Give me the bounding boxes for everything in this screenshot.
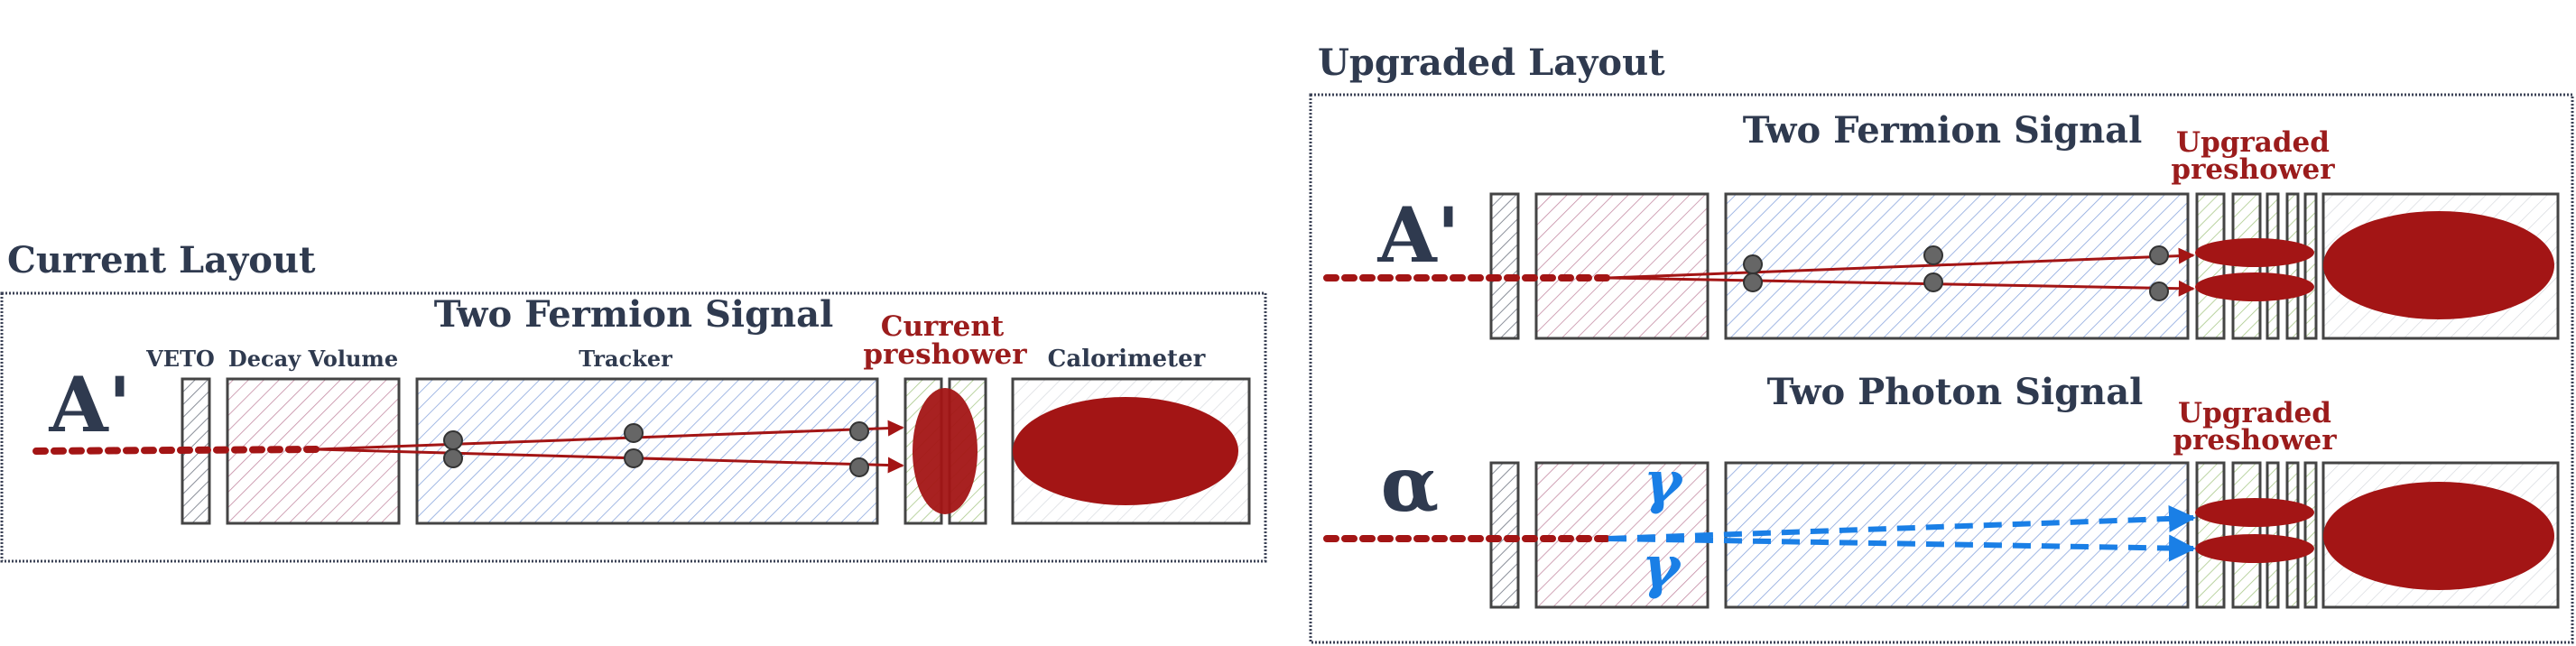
current-layout-frame	[0, 291, 1267, 563]
upgraded-fermion-particle-label: A'	[1377, 190, 1460, 280]
fermion-track-lower	[315, 448, 904, 474]
upgraded-fermion-preshower-line2: preshower	[2171, 153, 2335, 186]
upgraded-fermion-preshower-shower	[2195, 272, 2314, 301]
fermion-track-upper	[315, 420, 904, 451]
upgraded-fermion-preshower-line1: Upgraded	[2176, 126, 2330, 159]
upgraded-fermion-preshower-shower	[2195, 238, 2314, 267]
tracker-hit	[624, 423, 644, 443]
upgraded-photon-particle-label: α	[1381, 439, 1440, 529]
tracker-hit	[849, 457, 869, 477]
upgraded-photon-preshower-shower	[2195, 534, 2314, 563]
tracker-hit	[1923, 245, 1943, 265]
tracker-hit	[443, 430, 463, 450]
upgraded-fermion-decay-volume-block	[1534, 192, 1710, 340]
preshower-shower	[913, 388, 978, 514]
upgraded-photon-calorimeter-shower	[2323, 482, 2554, 590]
calorimeter-shower	[1013, 397, 1238, 505]
current-layout-panel: Current Layout Two Fermion Signal A' VET…	[0, 239, 1267, 563]
tracker-hit	[1743, 254, 1763, 274]
upgraded-fermion-signal-title: Two Fermion Signal	[1743, 109, 2143, 152]
tracker-hit	[1743, 272, 1763, 292]
upgraded-fermion-veto-block	[1489, 192, 1520, 340]
photon-track-lower	[1608, 534, 2196, 562]
tracker-label: Tracker	[579, 346, 672, 372]
upgraded-photon-preshower-shower	[2195, 498, 2314, 527]
gamma-label-upper: γ	[1644, 448, 1684, 516]
tracker-hit	[443, 448, 463, 468]
tracker-hit	[1923, 272, 1943, 292]
upgraded-fermion-preshower-plane	[2303, 192, 2318, 340]
incoming-particle-track	[32, 446, 320, 455]
tracker-hit	[849, 421, 869, 441]
upgraded-photon-preshower-plane	[2303, 461, 2318, 609]
upgraded-photon-preshower-plane	[2285, 461, 2300, 609]
upgraded-fermion-track-lower	[1608, 276, 2195, 297]
upgraded-fermion-calorimeter-shower	[2323, 211, 2554, 319]
calorimeter-label: Calorimeter	[1048, 346, 1206, 373]
upgraded-photon-signal-title: Two Photon Signal	[1767, 371, 2144, 413]
current-preshower-label-line1: Current	[881, 310, 1005, 343]
veto-label: VETO	[145, 346, 215, 372]
tracker-hit	[2149, 281, 2169, 301]
photon-track-upper	[1608, 504, 2196, 541]
upgraded-photon-preshower-line1: Upgraded	[2178, 397, 2331, 429]
upgraded-fermion-preshower-plane	[2195, 192, 2226, 340]
upgraded-photon-tracker-block	[1724, 461, 2190, 609]
upgraded-layout-heading: Upgraded Layout	[1318, 42, 1665, 84]
upgraded-layout-frame	[1309, 93, 2574, 644]
current-preshower-label-line2: preshower	[863, 338, 1027, 371]
tracker-block	[415, 377, 879, 525]
tracker-hit	[2149, 245, 2169, 265]
upgraded-layout-panel: Upgraded Layout Two Fermion Signal Upgra…	[1309, 42, 2574, 644]
gamma-label-lower: γ	[1642, 533, 1682, 601]
upgraded-photon-preshower-line2: preshower	[2173, 424, 2337, 457]
current-layout-heading: Current Layout	[7, 239, 316, 281]
upgraded-photon-preshower-plane	[2195, 461, 2226, 609]
current-signal-title: Two Fermion Signal	[434, 293, 834, 336]
upgraded-fermion-preshower-plane	[2285, 192, 2300, 340]
tracker-hit	[624, 448, 644, 468]
upgraded-fermion-track-upper	[1608, 247, 2195, 280]
upgraded-fermion-tracker-block	[1724, 192, 2190, 340]
decay-volume-label: Decay Volume	[228, 346, 398, 372]
current-particle-label: A'	[49, 360, 132, 449]
